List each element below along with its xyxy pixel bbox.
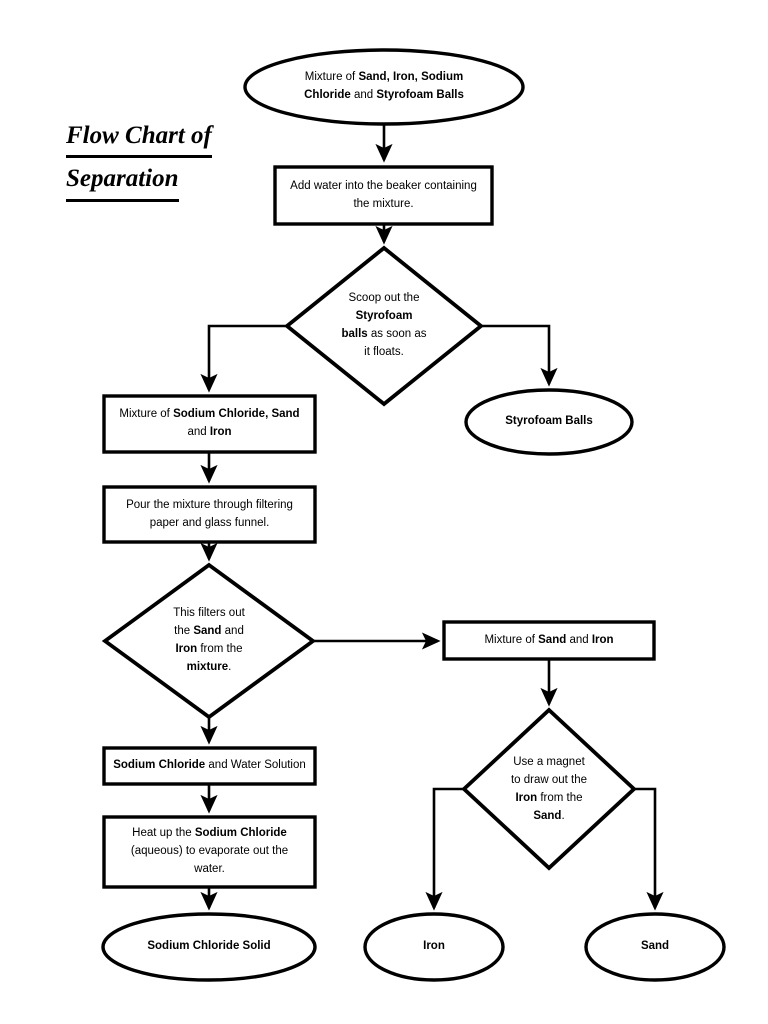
node-use-magnet: [461, 707, 637, 871]
edge-scoop-to-mixture: [200, 324, 287, 393]
node-nacl-solid: [101, 912, 317, 982]
node-mixture-sand-iron: [442, 620, 656, 661]
node-add-water: [273, 165, 494, 226]
node-iron-out: [363, 912, 505, 982]
edge-scoop-to-styrofoam: [481, 324, 558, 387]
node-nacl-water-solution: [102, 746, 317, 786]
node-start-mixture: [243, 48, 525, 126]
edge-magnet-to-sand: [634, 787, 664, 911]
node-filters-out: [101, 562, 317, 720]
page-title: Flow Chart of Separation: [66, 118, 286, 205]
edge-magnet-to-iron: [425, 787, 464, 911]
node-sand-out: [584, 912, 726, 982]
node-pour-filter: [102, 485, 317, 544]
node-scoop-styrofoam: [283, 245, 485, 407]
node-heat-up: [102, 815, 317, 889]
node-mixture-nacl-sand-iron: [102, 394, 317, 454]
node-styrofoam-balls-out: [464, 388, 634, 456]
page-title-line1: Flow Chart of: [66, 118, 212, 159]
page-title-line2: Separation: [66, 161, 179, 202]
